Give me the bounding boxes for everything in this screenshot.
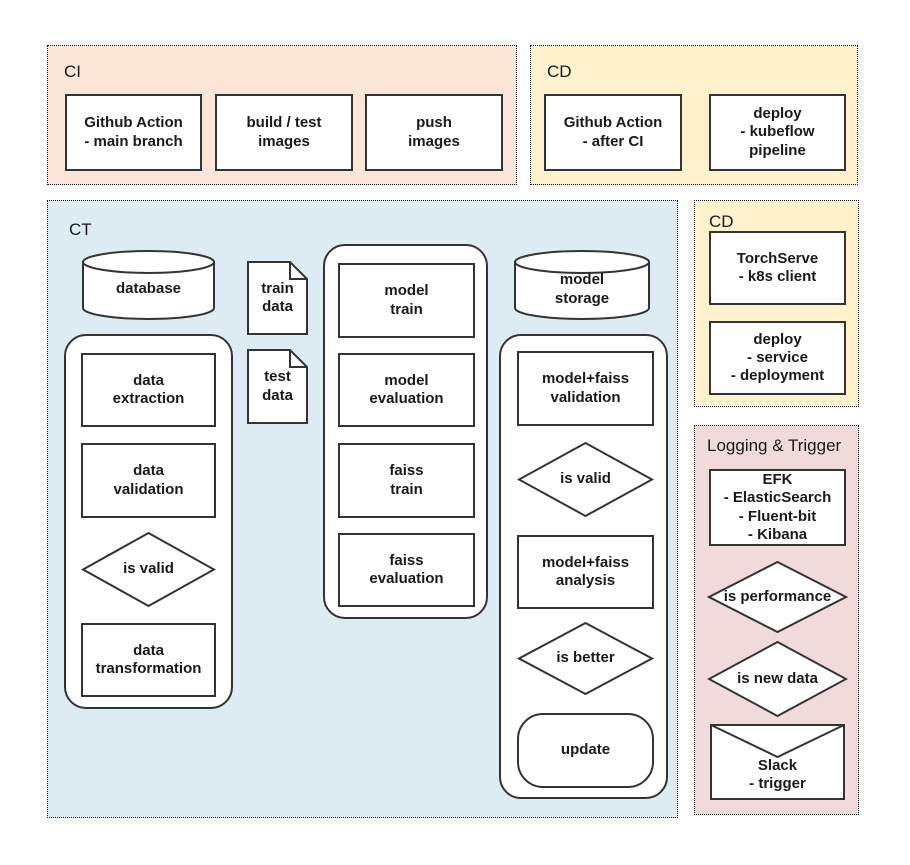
node-label: model storage (554, 271, 610, 307)
is-new-data-decision: is new data (707, 640, 848, 718)
diamond-icon (81, 531, 216, 608)
train-data-document: train data (246, 260, 309, 336)
deploy-kubeflow-pipeline-box: deploy - kubeflow pipeline (709, 94, 846, 171)
database-cylinder: database (81, 249, 216, 321)
section-logging-trigger-title: Logging & Trigger (707, 436, 842, 455)
efk-box: EFK - ElasticSearch - Fluent-bit - Kiban… (709, 469, 846, 546)
node-label: deploy - kubeflow pipeline (740, 105, 815, 159)
node-label: model evaluation (369, 371, 444, 407)
section-cd-top: CD Github Action - after CI deploy - kub… (530, 45, 858, 185)
data-transformation-box: data transformation (81, 623, 216, 697)
diamond-icon (517, 441, 654, 518)
document-icon (247, 261, 308, 335)
node-label: model+faiss analysis (541, 553, 630, 589)
node-label: deploy - service - deployment (730, 330, 825, 385)
model-evaluation-box: model evaluation (338, 353, 475, 427)
model-pipeline-group: model train model evaluation faiss train… (323, 244, 488, 619)
section-cd-right-title: CD (709, 212, 734, 231)
model-faiss-analysis-box: model+faiss analysis (517, 535, 654, 609)
node-label: data extraction (112, 371, 185, 407)
section-cd-top-title: CD (547, 62, 572, 81)
section-cd-right: CD TorchServe - k8s client deploy - serv… (694, 200, 859, 407)
model-faiss-validation-box: model+faiss validation (517, 351, 654, 426)
is-better-decision: is better (517, 621, 654, 696)
deploy-service-deployment-box: deploy - service - deployment (709, 321, 846, 395)
envelope-icon (710, 724, 845, 800)
node-label: is valid (560, 470, 611, 488)
node-label: update (560, 741, 611, 759)
section-ct: CT database train data test data (47, 200, 678, 818)
node-label: model+faiss validation (541, 370, 630, 406)
torchserve-k8s-client-box: TorchServe - k8s client (709, 231, 846, 305)
node-label: build / test images (246, 114, 322, 150)
section-ci-title: CI (64, 62, 81, 81)
is-performance-decision: is performance (707, 560, 848, 634)
validation-pipeline-group: model+faiss validation is valid model+fa… (499, 334, 668, 799)
test-data-document: test data (246, 348, 309, 425)
push-images-box: push images (365, 94, 503, 171)
node-label: Github Action - after CI (563, 114, 663, 150)
github-action-after-ci-box: Github Action - after CI (544, 94, 682, 171)
node-label: EFK - ElasticSearch - Fluent-bit - Kiban… (723, 470, 832, 543)
data-pipeline-group: data extraction data validation is valid… (64, 334, 233, 709)
node-label: Github Action - main branch (84, 114, 183, 150)
node-label: test data (262, 368, 293, 404)
node-label: faiss train (389, 462, 424, 498)
faiss-evaluation-box: faiss evaluation (338, 533, 475, 607)
node-label: is performance (723, 587, 832, 605)
node-label: train data (261, 279, 294, 315)
node-label: is new data (737, 669, 818, 687)
data-extraction-box: data extraction (81, 353, 216, 427)
node-label: is better (556, 649, 615, 667)
diamond-icon (707, 560, 848, 634)
is-valid-2-decision: is valid (517, 441, 654, 518)
node-label: faiss evaluation (369, 551, 444, 587)
node-label: push images (408, 114, 460, 150)
is-valid-decision: is valid (81, 531, 216, 608)
slack-trigger-envelope: Slack - trigger (709, 723, 846, 801)
update-terminator: update (517, 713, 654, 788)
node-label: model train (384, 282, 429, 318)
faiss-train-box: faiss train (338, 443, 475, 518)
github-action-main-branch-box: Github Action - main branch (65, 94, 202, 171)
model-storage-cylinder: model storage (513, 249, 651, 321)
node-label: data validation (113, 462, 184, 498)
cylinder-icon (82, 250, 215, 320)
node-label: is valid (123, 560, 174, 578)
section-ct-title: CT (69, 220, 92, 239)
data-validation-box: data validation (81, 443, 216, 518)
model-train-box: model train (338, 263, 475, 338)
node-label: Slack - trigger (749, 756, 806, 792)
cylinder-icon (514, 250, 650, 320)
diamond-icon (707, 640, 848, 718)
document-icon (247, 349, 308, 424)
node-label: data transformation (95, 641, 202, 677)
build-test-images-box: build / test images (215, 94, 353, 171)
section-logging-trigger: Logging & Trigger EFK - ElasticSearch - … (694, 425, 859, 815)
node-label: TorchServe - k8s client (736, 249, 819, 285)
section-ci: CI Github Action - main branch build / t… (47, 45, 517, 185)
node-label: database (115, 280, 182, 298)
diamond-icon (517, 621, 654, 696)
